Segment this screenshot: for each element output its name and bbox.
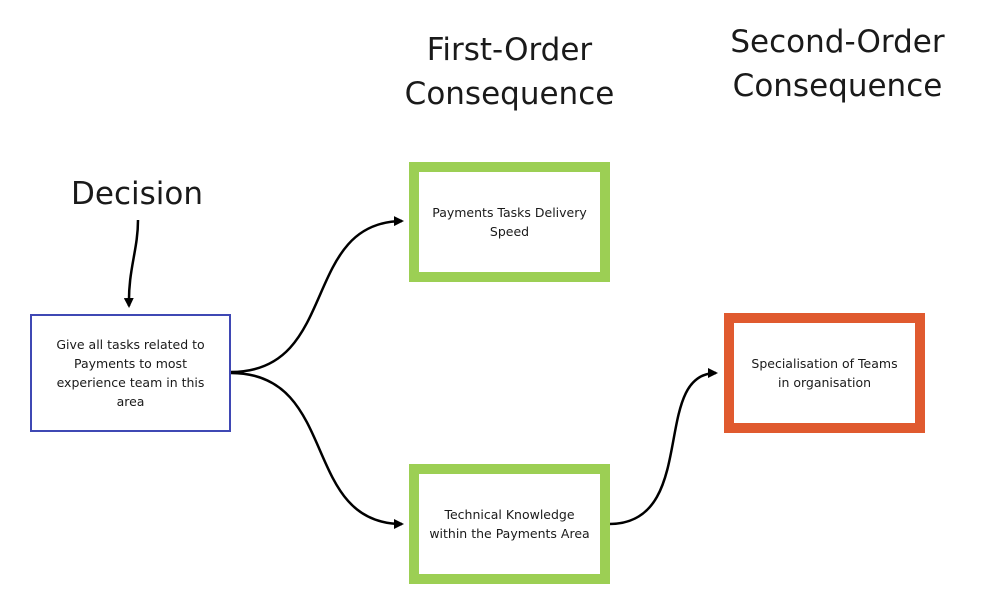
second-order-heading: Second-Order Consequence [720, 20, 955, 108]
decision-heading-text: Decision [71, 176, 203, 212]
payments-speed-node-text: Payments Tasks Delivery Speed [432, 205, 587, 239]
technical-knowledge-node-text: Technical Knowledge within the Payments … [429, 507, 590, 541]
specialisation-node: Specialisation of Teams in organisation [724, 313, 925, 433]
first-order-heading-line-1: First-Order [426, 32, 593, 68]
specialisation-node-text: Specialisation of Teams in organisation [751, 356, 898, 390]
second-order-heading-line-2: Consequence [732, 68, 943, 104]
payments-speed-node: Payments Tasks Delivery Speed [409, 162, 610, 282]
technical-knowledge-node: Technical Knowledge within the Payments … [409, 464, 610, 584]
decision-label-arrow [123, 219, 140, 308]
decision-node: Give all tasks related to Payments to mo… [30, 314, 231, 432]
first-order-heading-line-2: Consequence [404, 76, 615, 112]
arrow-technical-knowledge-to-specialisation [608, 368, 718, 526]
first-order-heading: First-Order Consequence [397, 28, 622, 116]
arrow-decision-to-technical-knowledge [230, 371, 404, 529]
decision-node-text: Give all tasks related to Payments to mo… [56, 337, 205, 409]
arrow-decision-to-payments-speed [230, 216, 404, 374]
second-order-heading-line-1: Second-Order [730, 24, 945, 60]
decision-heading: Decision [57, 172, 217, 216]
